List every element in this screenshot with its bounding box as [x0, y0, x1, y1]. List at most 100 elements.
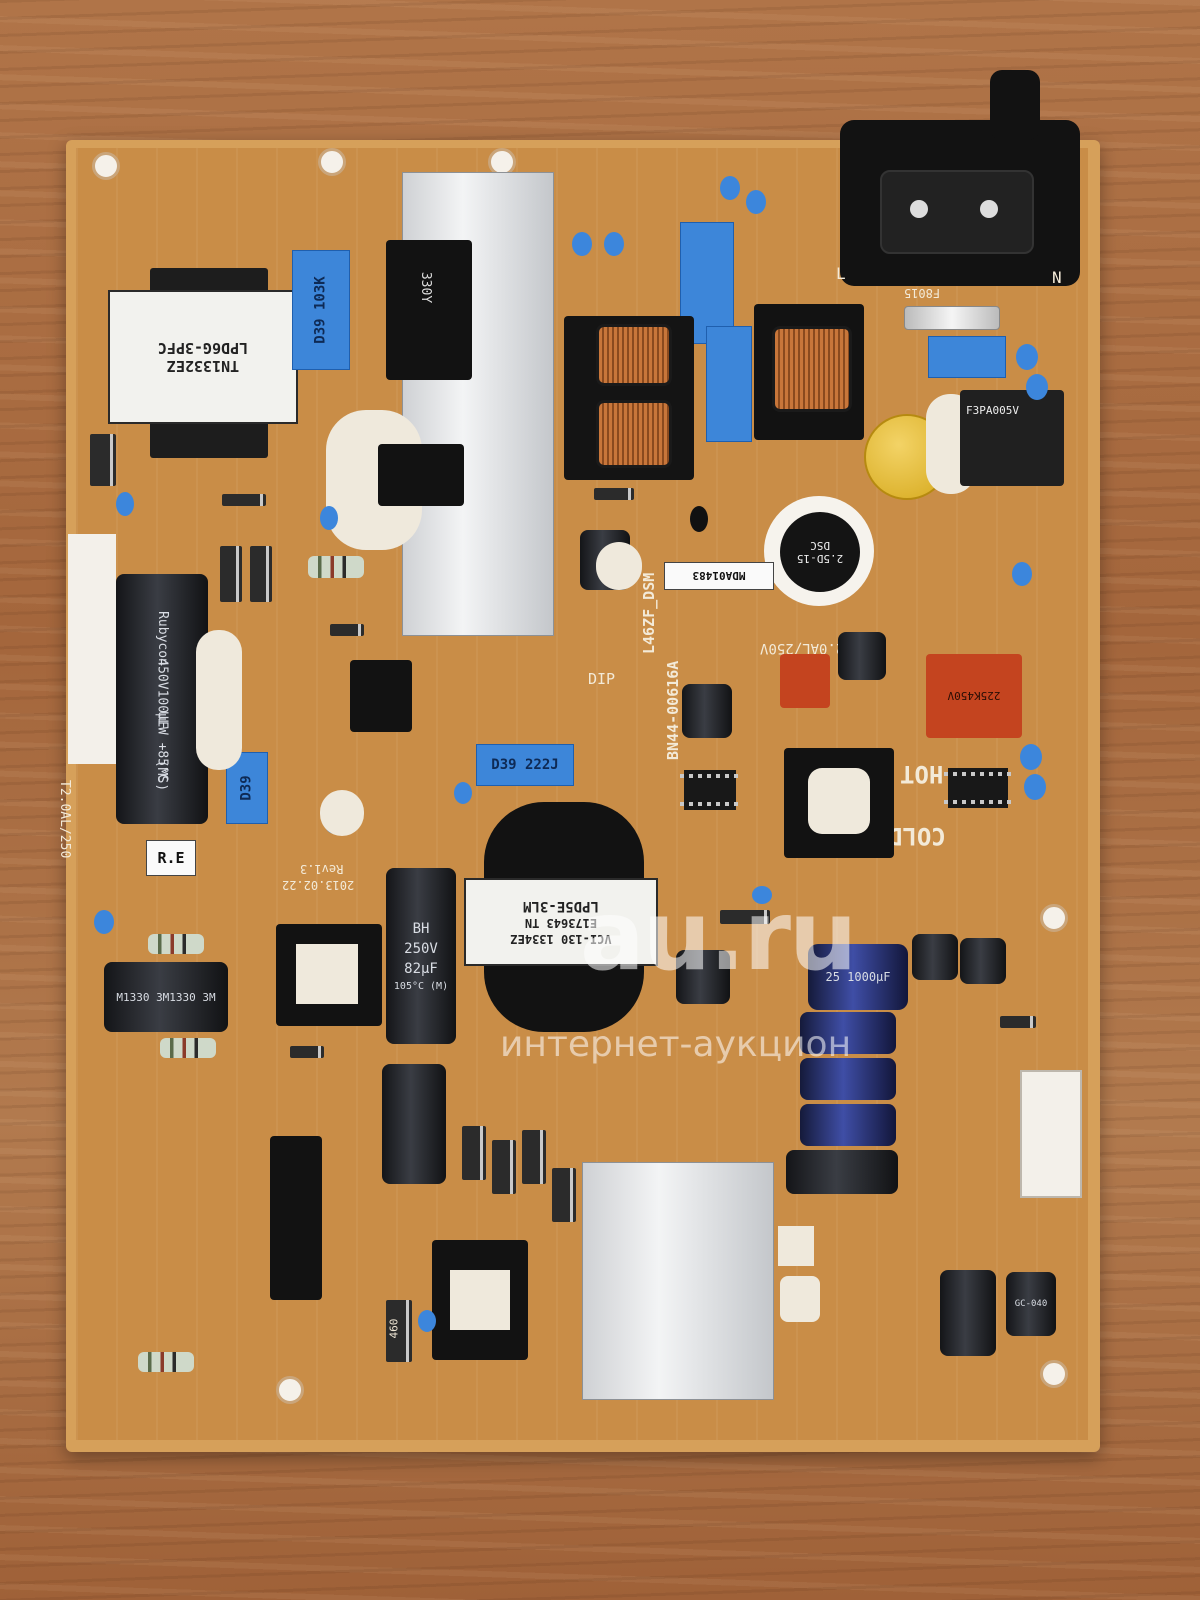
serial-sticker: MDA01483: [664, 562, 774, 590]
cap-bh-label: BH: [412, 920, 430, 937]
red-capacitor-small: [780, 654, 830, 708]
x-capacitor-2: [706, 326, 752, 442]
dip-label: DIP: [588, 670, 616, 688]
ceramic-cap-10: [1020, 744, 1042, 770]
ceramic-cap-8: [1026, 374, 1048, 400]
ceramic-cap-4: [604, 232, 624, 256]
ceramic-cap-1: [116, 492, 134, 516]
relay-label: F3PA005V: [966, 404, 1019, 417]
ac-power-inlet: [840, 120, 1080, 286]
ceramic-cap-14: [94, 910, 114, 934]
resistor-2: [160, 1038, 216, 1058]
standby-capacitor: [382, 1064, 446, 1184]
secondary-capacitor-82uf: BH 250V 82µF 105°C (M): [386, 868, 456, 1044]
film-capacitor-1-label: D39 103K: [313, 276, 329, 344]
white-component-1: [778, 1226, 814, 1266]
bridge-diode-1: [250, 546, 272, 602]
pfc-transformer-name: LPD6G-3PFC: [157, 339, 249, 357]
output-capacitor-a: [800, 1012, 896, 1054]
small-capacitor-4: [676, 950, 730, 1004]
ceramic-cap-12: [454, 782, 472, 804]
output-capacitor-1000uf: 25 1000µF: [808, 944, 908, 1010]
x2-capacitor: 225K450V: [926, 654, 1022, 738]
film-capacitor-3-label: D39: [238, 775, 255, 801]
diode-11: [90, 434, 116, 486]
choke-1-winding-bottom: [596, 400, 672, 468]
cap-250v-label: 250V: [404, 940, 438, 957]
diode-10: [552, 1168, 576, 1222]
ceramic-cap-2: [320, 506, 338, 530]
pfc-capacitor: M1330 3M1330 3M: [104, 962, 228, 1032]
bulk-electrolytic-capacitor: Rubycon 450V100µF ULW +85°C (MS): [116, 574, 208, 824]
gc-label: GC-040: [1014, 1299, 1048, 1309]
small-capacitor-7: [940, 1270, 996, 1356]
heatsink-part-label: 330Y: [418, 271, 434, 304]
film-capacitor-1: D39 103K: [292, 250, 350, 370]
film-capacitor-2-label: D39 222J: [491, 757, 559, 773]
signal-connector: [270, 1136, 322, 1300]
ceramic-cap-15: [752, 886, 772, 904]
model-label: L46ZF_DSM: [640, 572, 658, 654]
ceramic-cap-5: [720, 176, 740, 200]
output-capacitor-c: [800, 1104, 896, 1146]
resistor-3: [138, 1352, 194, 1372]
re-label: R.E: [146, 840, 196, 876]
diode-3: [330, 624, 364, 636]
mounting-hole-bottom-left: [276, 1376, 304, 1404]
thermistor-brand: DSC: [810, 539, 830, 552]
phase-l-label: L: [836, 264, 846, 283]
diode-8: [492, 1140, 516, 1194]
small-capacitor-5: [912, 934, 958, 980]
black-transistor: [690, 506, 708, 532]
bulk-cap-code: (MS): [154, 759, 170, 792]
standby-transformer-label: [808, 768, 870, 834]
choke-1-winding-top: [596, 324, 672, 386]
glue-spot-2: [320, 790, 364, 836]
diode-6: [290, 1046, 324, 1058]
inductor-small: [350, 660, 412, 732]
output-capacitor-d: [786, 1150, 898, 1194]
ceramic-cap-7: [1016, 344, 1038, 370]
left-fuse-label: T2.0AL/250: [57, 780, 72, 859]
ceramic-cap-9: [1012, 562, 1032, 586]
small-capacitor-8: GC-040: [1006, 1272, 1056, 1336]
diode-1: [222, 494, 266, 506]
power-transistor: 330Y: [386, 240, 472, 380]
cap-m1330-label: M1330 3M1330 3M: [116, 990, 216, 1004]
ceramic-cap-11: [1024, 774, 1046, 800]
mounting-hole-top-mid: [488, 148, 516, 176]
date-label: 2013.02.22: [282, 878, 355, 892]
mounting-hole-bottom-right: [1040, 1360, 1068, 1388]
ceramic-cap-6: [746, 190, 766, 214]
ceramic-cap-16: [418, 1310, 436, 1332]
ceramic-cap-3: [572, 232, 592, 256]
ntc-thermistor: 2.5D-15 DSC: [780, 512, 860, 592]
mounting-hole-top: [318, 148, 346, 176]
watermark-caption: интернет-аукцион: [500, 1024, 852, 1065]
pfc-transformer-code: TN1332EZ: [166, 357, 240, 375]
optocoupler-1: [680, 770, 740, 810]
small-capacitor-1: [682, 684, 732, 738]
revision-label: Rev1.3: [300, 862, 344, 876]
cold-zone-label: COLD: [888, 822, 946, 850]
part-number-label: BN44-00616A: [664, 660, 682, 760]
diode-5: [1000, 1016, 1036, 1028]
diode-460: 460: [386, 1300, 412, 1362]
cap-82uf-label: 82µF: [404, 960, 438, 977]
bulk-cap-glue: [196, 630, 242, 770]
relay: F3PA005V: [960, 390, 1064, 486]
hot-zone-label: HOT: [900, 760, 944, 788]
thermistor-value: 2.5D-15: [796, 552, 844, 565]
regulator-transistor: [378, 444, 464, 506]
choke-2-winding: [772, 326, 852, 412]
left-barcode-sticker: [68, 534, 116, 764]
x-capacitor-3: [928, 336, 1006, 378]
aux-transformer-label: [450, 1270, 510, 1330]
mounting-hole-right: [1040, 904, 1068, 932]
output-connector: [1020, 1070, 1082, 1198]
bridge-diode-2: [220, 546, 242, 602]
phase-n-label: N: [1052, 268, 1062, 287]
diode-9: [522, 1130, 546, 1184]
white-component-2: [780, 1276, 820, 1322]
diode-4: [720, 910, 770, 924]
